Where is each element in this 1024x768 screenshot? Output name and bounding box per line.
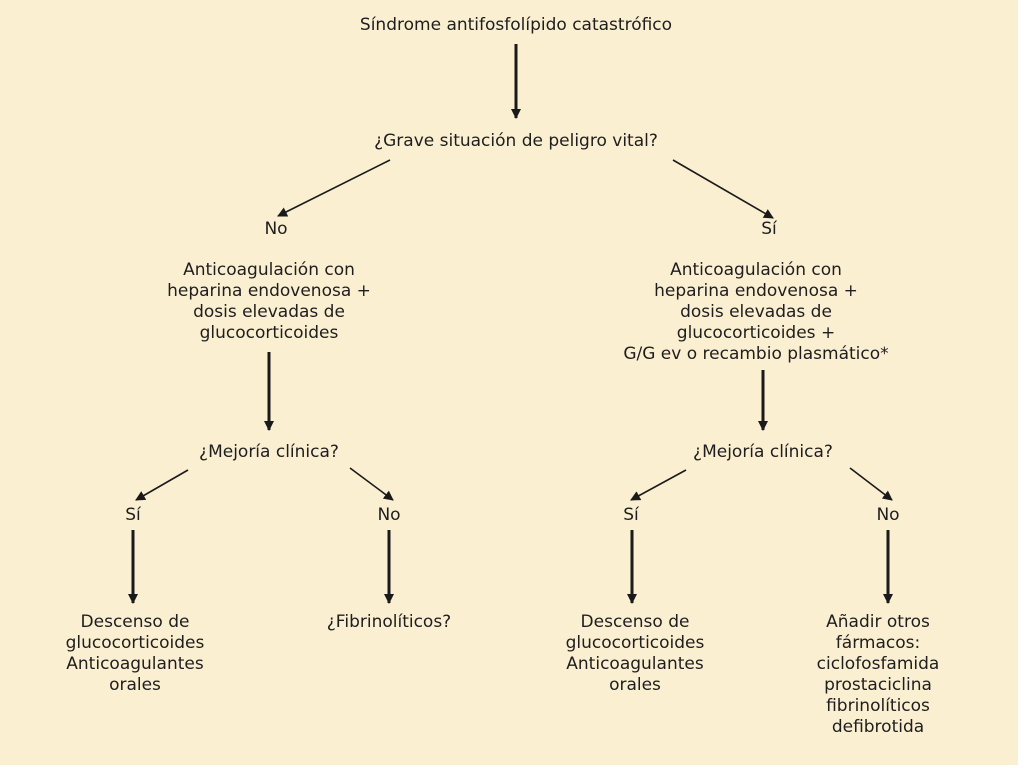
node-outcome-left-not-improved: ¿Fibrinolíticos? bbox=[326, 612, 452, 632]
node-treatment-right: Anticoagulación con heparina endovenosa … bbox=[623, 260, 889, 364]
node-answer-si-left: Sí bbox=[125, 505, 141, 525]
node-question-improvement-left: ¿Mejoría clínica? bbox=[199, 442, 339, 462]
edge-q-mejora-right-to-si bbox=[630, 469, 687, 501]
edge-q-grave-to-no bbox=[277, 159, 391, 217]
node-question-improvement-right: ¿Mejoría clínica? bbox=[693, 442, 833, 462]
node-title: Síndrome antifosfolípido catastrófico bbox=[359, 15, 673, 35]
node-outcome-right-not-improved: Añadir otros fármacos: ciclofosfamida pr… bbox=[816, 612, 940, 737]
node-outcome-right-improved: Descenso de glucocorticoides Anticoagula… bbox=[565, 612, 705, 695]
edge-q-mejora-left-to-si bbox=[135, 469, 189, 501]
node-question-life-threat: ¿Grave situación de peligro vital? bbox=[374, 131, 658, 151]
node-answer-si-right: Sí bbox=[623, 505, 639, 525]
edge-q-mejora-right-to-no bbox=[849, 467, 893, 501]
edge-q-mejora-left-to-no bbox=[349, 467, 394, 501]
node-treatment-left: Anticoagulación con heparina endovenosa … bbox=[167, 260, 371, 343]
edge-q-grave-to-si bbox=[672, 159, 774, 219]
node-answer-si-top: Sí bbox=[761, 219, 777, 239]
node-answer-no-top: No bbox=[264, 219, 288, 239]
node-outcome-left-improved: Descenso de glucocorticoides Anticoagula… bbox=[65, 612, 205, 695]
node-answer-no-left: No bbox=[377, 505, 401, 525]
node-answer-no-right: No bbox=[876, 505, 900, 525]
